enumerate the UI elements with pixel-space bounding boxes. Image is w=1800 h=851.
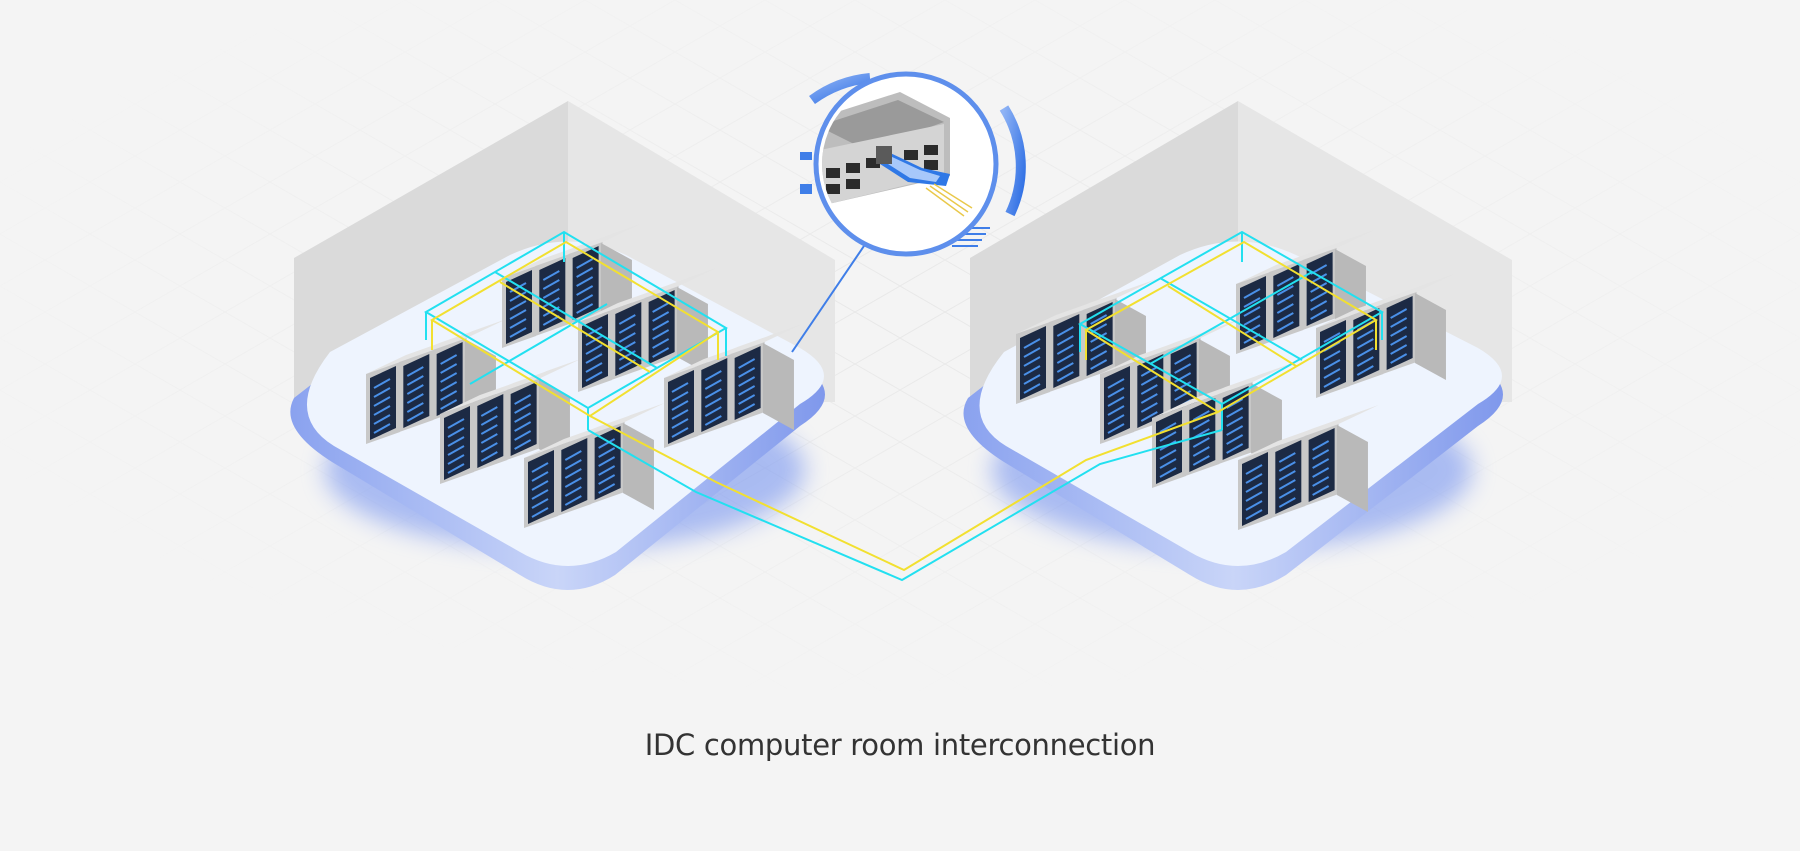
server-rack-row <box>366 319 507 444</box>
server-rack <box>1238 429 1312 530</box>
server-rack <box>1382 273 1457 374</box>
left-room <box>290 101 835 590</box>
callout-line <box>791 242 867 353</box>
transceiver-magnifier-icon <box>791 71 1026 353</box>
server-rack <box>506 359 581 460</box>
server-rack-row <box>1316 273 1457 398</box>
rack-side-panel <box>1336 425 1368 512</box>
server-rack-row <box>1236 229 1377 354</box>
server-rack <box>1349 285 1424 386</box>
server-rack <box>1236 253 1310 354</box>
server-rack <box>1304 405 1379 506</box>
server-rack <box>611 279 686 380</box>
server-rack <box>524 427 598 528</box>
server-rack <box>557 415 632 516</box>
server-rack-row <box>440 359 581 484</box>
server-rack-row <box>524 403 665 528</box>
server-rack <box>1302 229 1377 330</box>
server-rack-row <box>1238 405 1379 530</box>
rack-side-panel <box>1414 293 1446 380</box>
server-rack <box>1218 363 1293 464</box>
server-rack <box>399 331 474 432</box>
server-rack <box>664 347 738 448</box>
server-rack <box>730 323 805 424</box>
server-rack <box>1100 343 1174 444</box>
server-rack <box>535 235 610 336</box>
interconnect-cable-yellow <box>589 411 1219 572</box>
interconnect-cable-cyan <box>587 429 1223 582</box>
rack-side-panel <box>762 343 794 430</box>
right-cable-cyan <box>1077 230 1385 430</box>
server-rack <box>366 343 440 444</box>
server-rack <box>1133 331 1208 432</box>
left-cable-cyan <box>424 230 728 430</box>
server-rack-row <box>1100 319 1241 444</box>
server-rack <box>1271 417 1346 518</box>
right-cable-yellow <box>1084 240 1378 414</box>
server-rack <box>568 223 643 324</box>
server-rack <box>697 335 772 436</box>
server-rack <box>1016 303 1090 404</box>
server-rack <box>432 319 507 420</box>
fiber-cables <box>424 230 1385 582</box>
diagram-caption: IDC computer room interconnection <box>644 728 1156 762</box>
server-rack <box>578 291 652 392</box>
server-rack <box>1049 291 1124 392</box>
left-cable-yellow <box>430 240 720 418</box>
server-rack <box>440 383 514 484</box>
server-rack-row <box>578 267 719 392</box>
server-rack-row <box>664 323 805 448</box>
